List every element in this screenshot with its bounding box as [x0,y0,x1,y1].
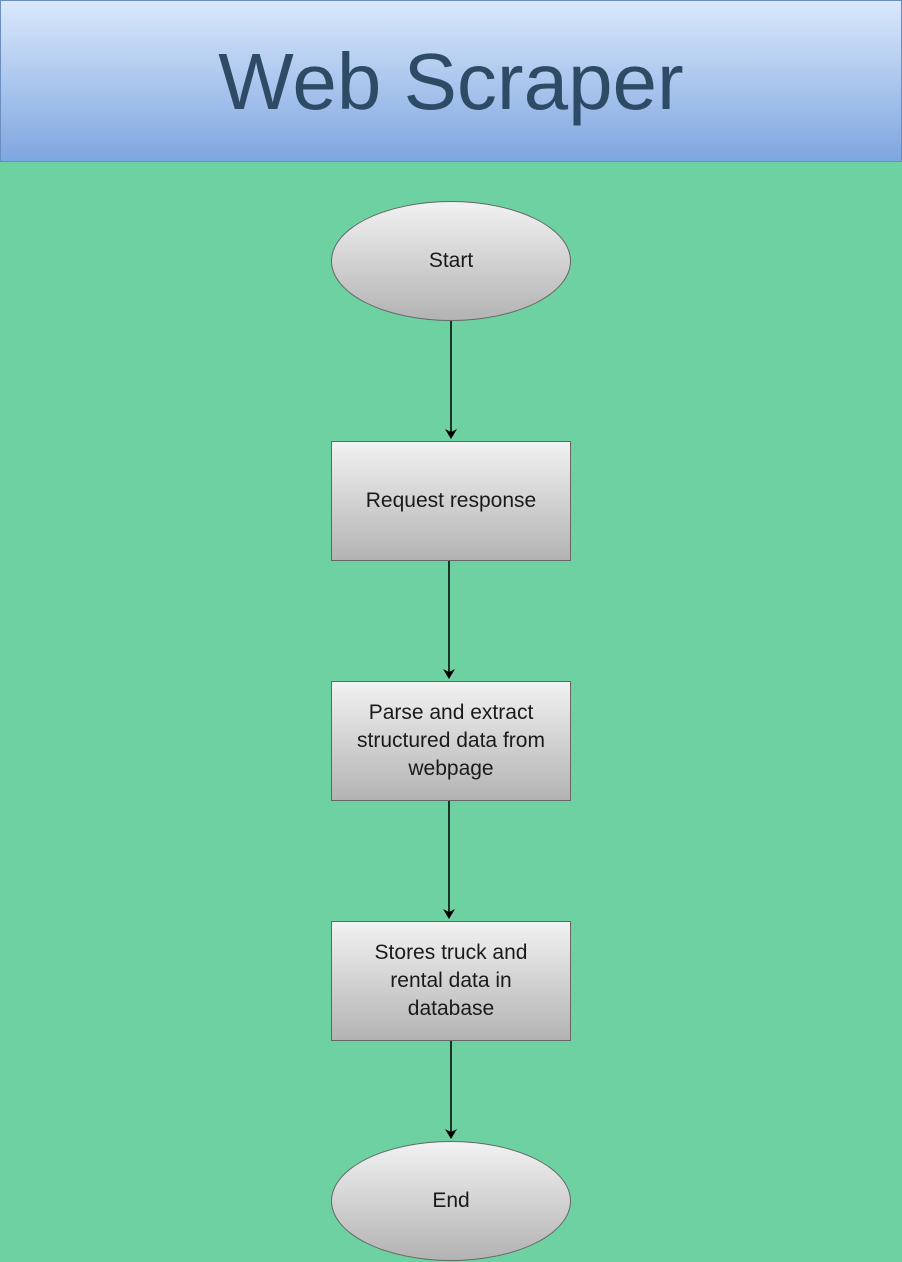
start-node: Start [331,201,571,321]
end-node-label: End [432,1189,470,1212]
store-data-node: Stores truck and rental data in database [331,921,571,1041]
request-response-node-label: Request response [365,489,537,512]
store-data-node-label: Stores truck and rental data in database [374,941,528,1020]
start-node-label: Start [428,249,474,272]
request-response-node: Request response [331,441,571,561]
diagram-title-banner: Web Scraper [0,0,902,162]
parse-extract-node: Parse and extract structured data from w… [331,681,571,801]
end-node: End [331,1141,571,1261]
parse-extract-node-label: Parse and extract structured data from w… [357,701,545,780]
diagram-title: Web Scraper [218,37,684,126]
